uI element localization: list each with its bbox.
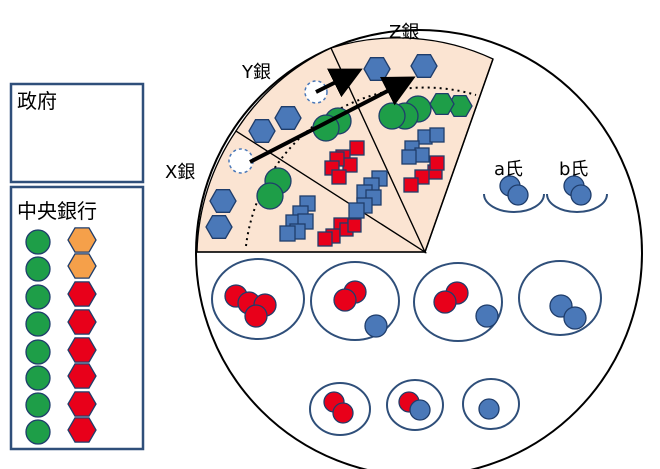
- green-coin-icon: [378, 102, 406, 130]
- blue-hexagon-icon: [363, 57, 391, 81]
- orange-hexagon-icon: [67, 227, 97, 253]
- red-hexagon-icon: [67, 281, 97, 307]
- red-square-icon: [403, 177, 419, 193]
- green-coin-icon: [25, 256, 51, 282]
- blue-hexagon-icon: [410, 54, 438, 78]
- red-square-icon: [331, 169, 347, 185]
- blue-coin-icon: [563, 306, 587, 330]
- red-square-icon: [317, 231, 333, 247]
- red-coin-icon: [433, 290, 457, 314]
- red-coin-icon: [333, 288, 357, 312]
- red-hexagon-icon: [67, 391, 97, 417]
- central-bank-panel: 中央銀行: [9, 185, 145, 451]
- blue-coin-icon: [475, 304, 499, 328]
- orange-hexagon-icon: [67, 253, 97, 279]
- blue-coin-icon: [478, 398, 500, 420]
- blue-hexagon-icon: [248, 119, 276, 143]
- blue-hexagon-icon: [209, 189, 237, 213]
- government-panel: 政府: [9, 82, 145, 184]
- red-hexagon-icon: [67, 337, 97, 363]
- blue-square-icon: [429, 127, 445, 143]
- red-square-icon: [349, 140, 365, 156]
- person-b-wallet: [546, 193, 608, 213]
- green-coin-icon: [25, 311, 51, 337]
- bank-assets: [205, 54, 473, 247]
- green-coin-icon: [25, 419, 51, 445]
- bank-y-label: Y銀: [241, 62, 271, 83]
- red-hexagon-icon: [67, 363, 97, 389]
- person-a-wallet: [483, 193, 545, 213]
- transfer-arrow-y-to-z: [315, 68, 363, 98]
- households: [211, 175, 608, 436]
- empty-slot-x: [228, 148, 254, 174]
- red-coin-icon: [332, 402, 354, 424]
- red-hexagon-icon: [67, 309, 97, 335]
- transfer-arrow-x-to-z: [249, 76, 416, 164]
- blue-square-icon: [401, 149, 417, 165]
- green-coin-icon: [256, 182, 284, 210]
- central-bank-reserves: [25, 227, 97, 445]
- bank-z-label: Z銀: [389, 22, 419, 43]
- red-hexagon-icon: [67, 417, 97, 443]
- green-coin-icon: [25, 284, 51, 310]
- person-b-label: b氏: [559, 159, 588, 180]
- blue-square-icon: [414, 147, 430, 163]
- green-coin-icon: [25, 392, 51, 418]
- red-square-icon: [347, 218, 362, 233]
- blue-square-icon: [279, 225, 296, 242]
- red-square-icon: [429, 155, 445, 171]
- blue-hexagon-icon: [205, 215, 233, 239]
- person-a-label: a氏: [494, 159, 523, 180]
- blue-coin-icon: [409, 399, 431, 421]
- government-label: 政府: [17, 89, 57, 113]
- blue-coin-icon: [507, 184, 529, 206]
- central-bank-label: 中央銀行: [17, 199, 97, 223]
- blue-coin-icon: [364, 314, 388, 338]
- blue-coin-icon: [570, 184, 592, 206]
- green-coin-icon: [25, 339, 51, 365]
- green-coin-icon: [25, 365, 51, 391]
- blue-square-icon: [348, 202, 365, 219]
- green-coin-icon: [25, 229, 51, 255]
- red-coin-icon: [244, 304, 268, 328]
- bank-x-label: X銀: [165, 162, 195, 183]
- blue-hexagon-icon: [274, 106, 302, 130]
- green-hexagon-icon: [429, 92, 455, 116]
